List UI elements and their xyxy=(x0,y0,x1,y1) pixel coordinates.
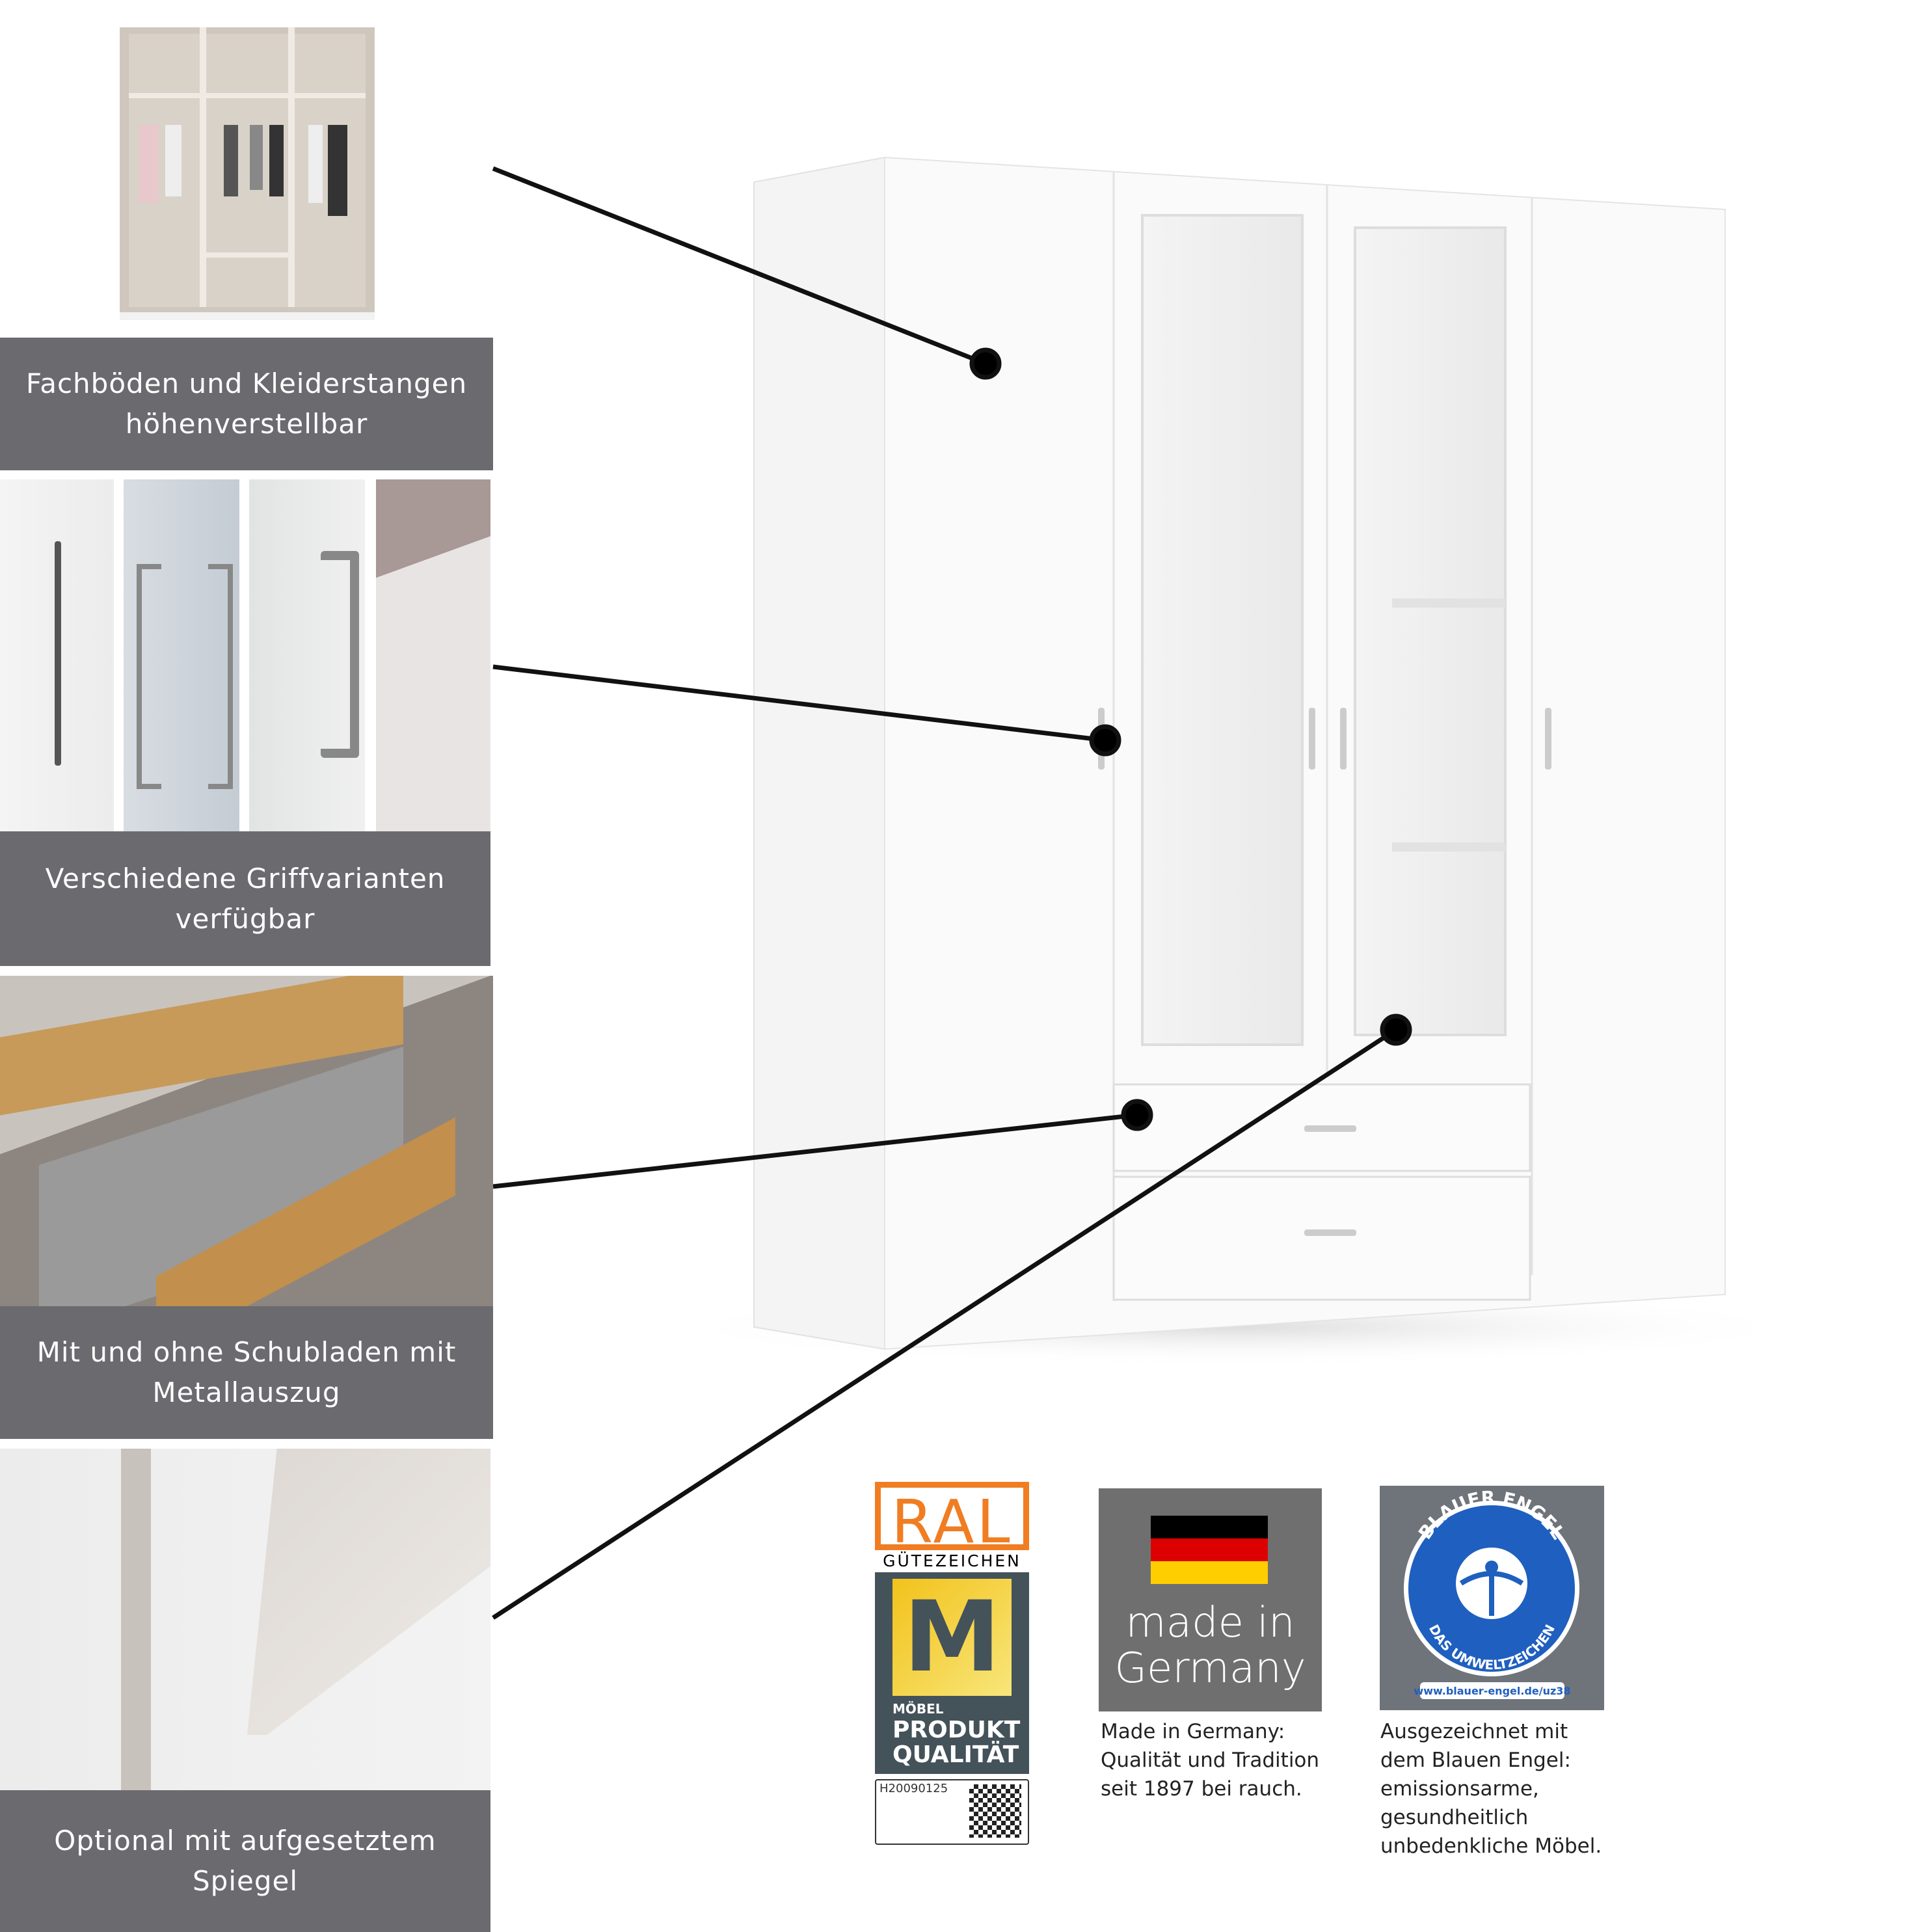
ral-quality-badge: RAL GÜTEZEICHEN M MÖBEL PRODUKT QUALITÄT… xyxy=(875,1482,1029,1857)
handle-photo-3 xyxy=(249,479,365,831)
ral-code-box: H20090125 xyxy=(875,1779,1029,1845)
callout-line-drawers xyxy=(492,1112,1138,1189)
made-in-text: made in xyxy=(1125,1599,1295,1647)
wardrobe-front xyxy=(884,156,1726,1350)
mirror-right xyxy=(1354,226,1507,1036)
interior-photo xyxy=(120,27,375,320)
caption-line: Fachböden und Kleiderstangen xyxy=(25,368,468,399)
callout-dot xyxy=(1121,1099,1153,1131)
feature-caption-handles: Verschiedene Griffvarianten verfügbar xyxy=(0,831,490,966)
ral-label: GÜTEZEICHEN xyxy=(883,1551,1021,1570)
caption-line: verfügbar xyxy=(175,902,315,935)
handle-photo-4 xyxy=(376,479,490,831)
mirror-photo xyxy=(0,1449,490,1790)
mirror-left xyxy=(1141,214,1304,1046)
caption-line: Mit und ohne Schubladen mit xyxy=(36,1336,457,1368)
german-flag-icon xyxy=(1151,1516,1268,1584)
germany-text: Germany xyxy=(1114,1644,1306,1693)
callout-dot xyxy=(1089,724,1121,757)
m-logo: M xyxy=(892,1579,1012,1696)
ral-logo: RAL xyxy=(875,1482,1029,1556)
qualitaet-text: QUALITÄT xyxy=(892,1741,1019,1768)
wardrobe-side xyxy=(753,156,885,1350)
callout-dot xyxy=(969,347,1002,380)
handle-photo-1 xyxy=(0,479,114,831)
callout-line-shelves xyxy=(492,166,987,366)
callout-dot xyxy=(1380,1013,1412,1046)
moebel-text: MÖBEL xyxy=(892,1701,944,1717)
ral-code: H20090125 xyxy=(879,1782,948,1795)
blauer-engel-description: Ausgezeichnet mit dem Blauen Engel: emis… xyxy=(1380,1720,1602,1858)
blauer-engel-emblem-icon: BLAUER ENGEL DAS UMWELTZEICHEN www.blaue… xyxy=(1404,1487,1579,1699)
drawer-bottom xyxy=(1112,1175,1531,1301)
caption-line: höhenverstellbar xyxy=(125,408,368,440)
caption-line: Metallauszug xyxy=(152,1376,341,1408)
caption-line: Verschiedene Griffvarianten xyxy=(45,862,446,894)
produkt-text: PRODUKT xyxy=(892,1717,1021,1743)
feature-caption-shelves: Fachböden und Kleiderstangen höhenverste… xyxy=(0,338,493,470)
blauer-engel-url: www.blauer-engel.de/uz38 xyxy=(1414,1685,1570,1697)
qr-code-icon xyxy=(969,1784,1021,1838)
callout-line-handles xyxy=(492,664,1106,743)
made-in-germany-description: Made in Germany: Qualität und Tradition … xyxy=(1101,1720,1320,1801)
feature-caption-mirror: Optional mit aufgesetztem Spiegel xyxy=(0,1790,490,1932)
moebel-quality-panel: M MÖBEL PRODUKT QUALITÄT xyxy=(875,1572,1029,1774)
drawer-photo xyxy=(0,976,493,1306)
caption-line: Optional mit aufgesetztem xyxy=(54,1825,436,1857)
blauer-engel-logo: BLAUER ENGEL DAS UMWELTZEICHEN www.blaue… xyxy=(1380,1486,1604,1710)
feature-caption-drawers: Mit und ohne Schubladen mit Metallauszug xyxy=(0,1306,493,1439)
caption-line: Spiegel xyxy=(193,1865,298,1897)
callout-line-mirror xyxy=(492,1028,1397,1620)
handle-photo-2 xyxy=(124,479,239,831)
made-in-germany-logo: made in Germany xyxy=(1099,1488,1322,1711)
